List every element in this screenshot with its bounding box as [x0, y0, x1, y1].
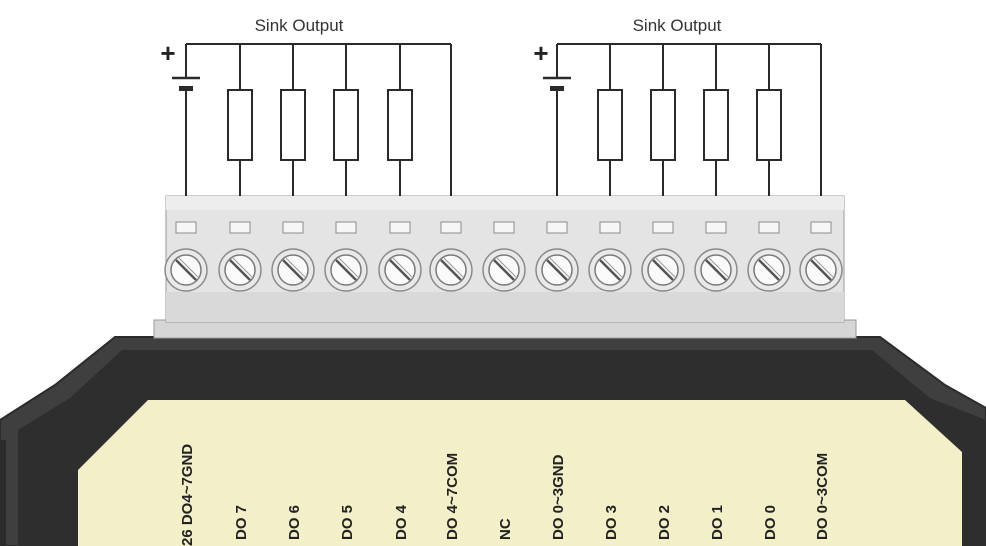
- right-sink-circuit: [543, 43, 822, 196]
- terminal-slot: [389, 221, 411, 234]
- terminal-slot: [652, 221, 674, 234]
- terminal-slot: [335, 221, 357, 234]
- terminal-screw: [218, 248, 262, 292]
- pin-label: DO 0~3GND: [550, 454, 567, 540]
- pin-label: DO 0~3COM: [814, 453, 831, 540]
- left-sink-circuit: [172, 43, 452, 196]
- terminal-slot: [546, 221, 568, 234]
- terminal-slot: [282, 221, 304, 234]
- terminal-screw: [164, 248, 208, 292]
- pin-label: DO 0: [762, 505, 779, 540]
- pin-label: DO 2: [656, 505, 673, 540]
- pin-label: 26 DO4~7GND: [179, 444, 196, 546]
- load-resistor: [703, 89, 729, 161]
- pin-label: DO 6: [286, 505, 303, 540]
- terminal-block: [153, 195, 857, 339]
- terminal-screw: [324, 248, 368, 292]
- terminal-screw: [482, 248, 526, 292]
- terminal-screw: [641, 248, 685, 292]
- pin-label: DO 4~7COM: [444, 453, 461, 540]
- pin-label: DO 5: [339, 505, 356, 540]
- terminal-screw: [271, 248, 315, 292]
- terminal-slot: [493, 221, 515, 234]
- left-battery-plus: +: [160, 38, 175, 68]
- terminal-slot: [705, 221, 727, 234]
- right-battery-plus: +: [533, 38, 548, 68]
- pin-label: DO 4: [393, 504, 410, 540]
- pin-label: DO 7: [233, 505, 250, 540]
- module-body: [0, 336, 986, 546]
- terminal-slot: [229, 221, 251, 234]
- terminal-screw: [535, 248, 579, 292]
- terminal-screw: [378, 248, 422, 292]
- pin-label: DO 3: [603, 505, 620, 540]
- load-resistor: [387, 89, 413, 161]
- right-circuit-title: Sink Output: [633, 16, 722, 35]
- terminal-screw: [799, 248, 843, 292]
- terminal-slot: [810, 221, 832, 234]
- terminal-screw: [747, 248, 791, 292]
- load-resistor: [280, 89, 306, 161]
- battery-plate-short: [550, 86, 564, 91]
- load-resistor: [333, 89, 359, 161]
- terminal-slot: [440, 221, 462, 234]
- terminal-screw: [429, 248, 473, 292]
- terminal-slot: [175, 221, 197, 234]
- load-resistor: [597, 89, 623, 161]
- pin-label: DO 1: [709, 505, 726, 540]
- left-circuit-title: Sink Output: [255, 16, 344, 35]
- module-label-face: [78, 400, 962, 546]
- battery-plate-short: [179, 86, 193, 91]
- terminal-screw: [694, 248, 738, 292]
- terminal-slot: [599, 221, 621, 234]
- load-resistor: [756, 89, 782, 161]
- load-resistor: [227, 89, 253, 161]
- terminal-screw: [588, 248, 632, 292]
- pin-label: NC: [497, 518, 514, 540]
- terminal-slot: [758, 221, 780, 234]
- load-resistor: [650, 89, 676, 161]
